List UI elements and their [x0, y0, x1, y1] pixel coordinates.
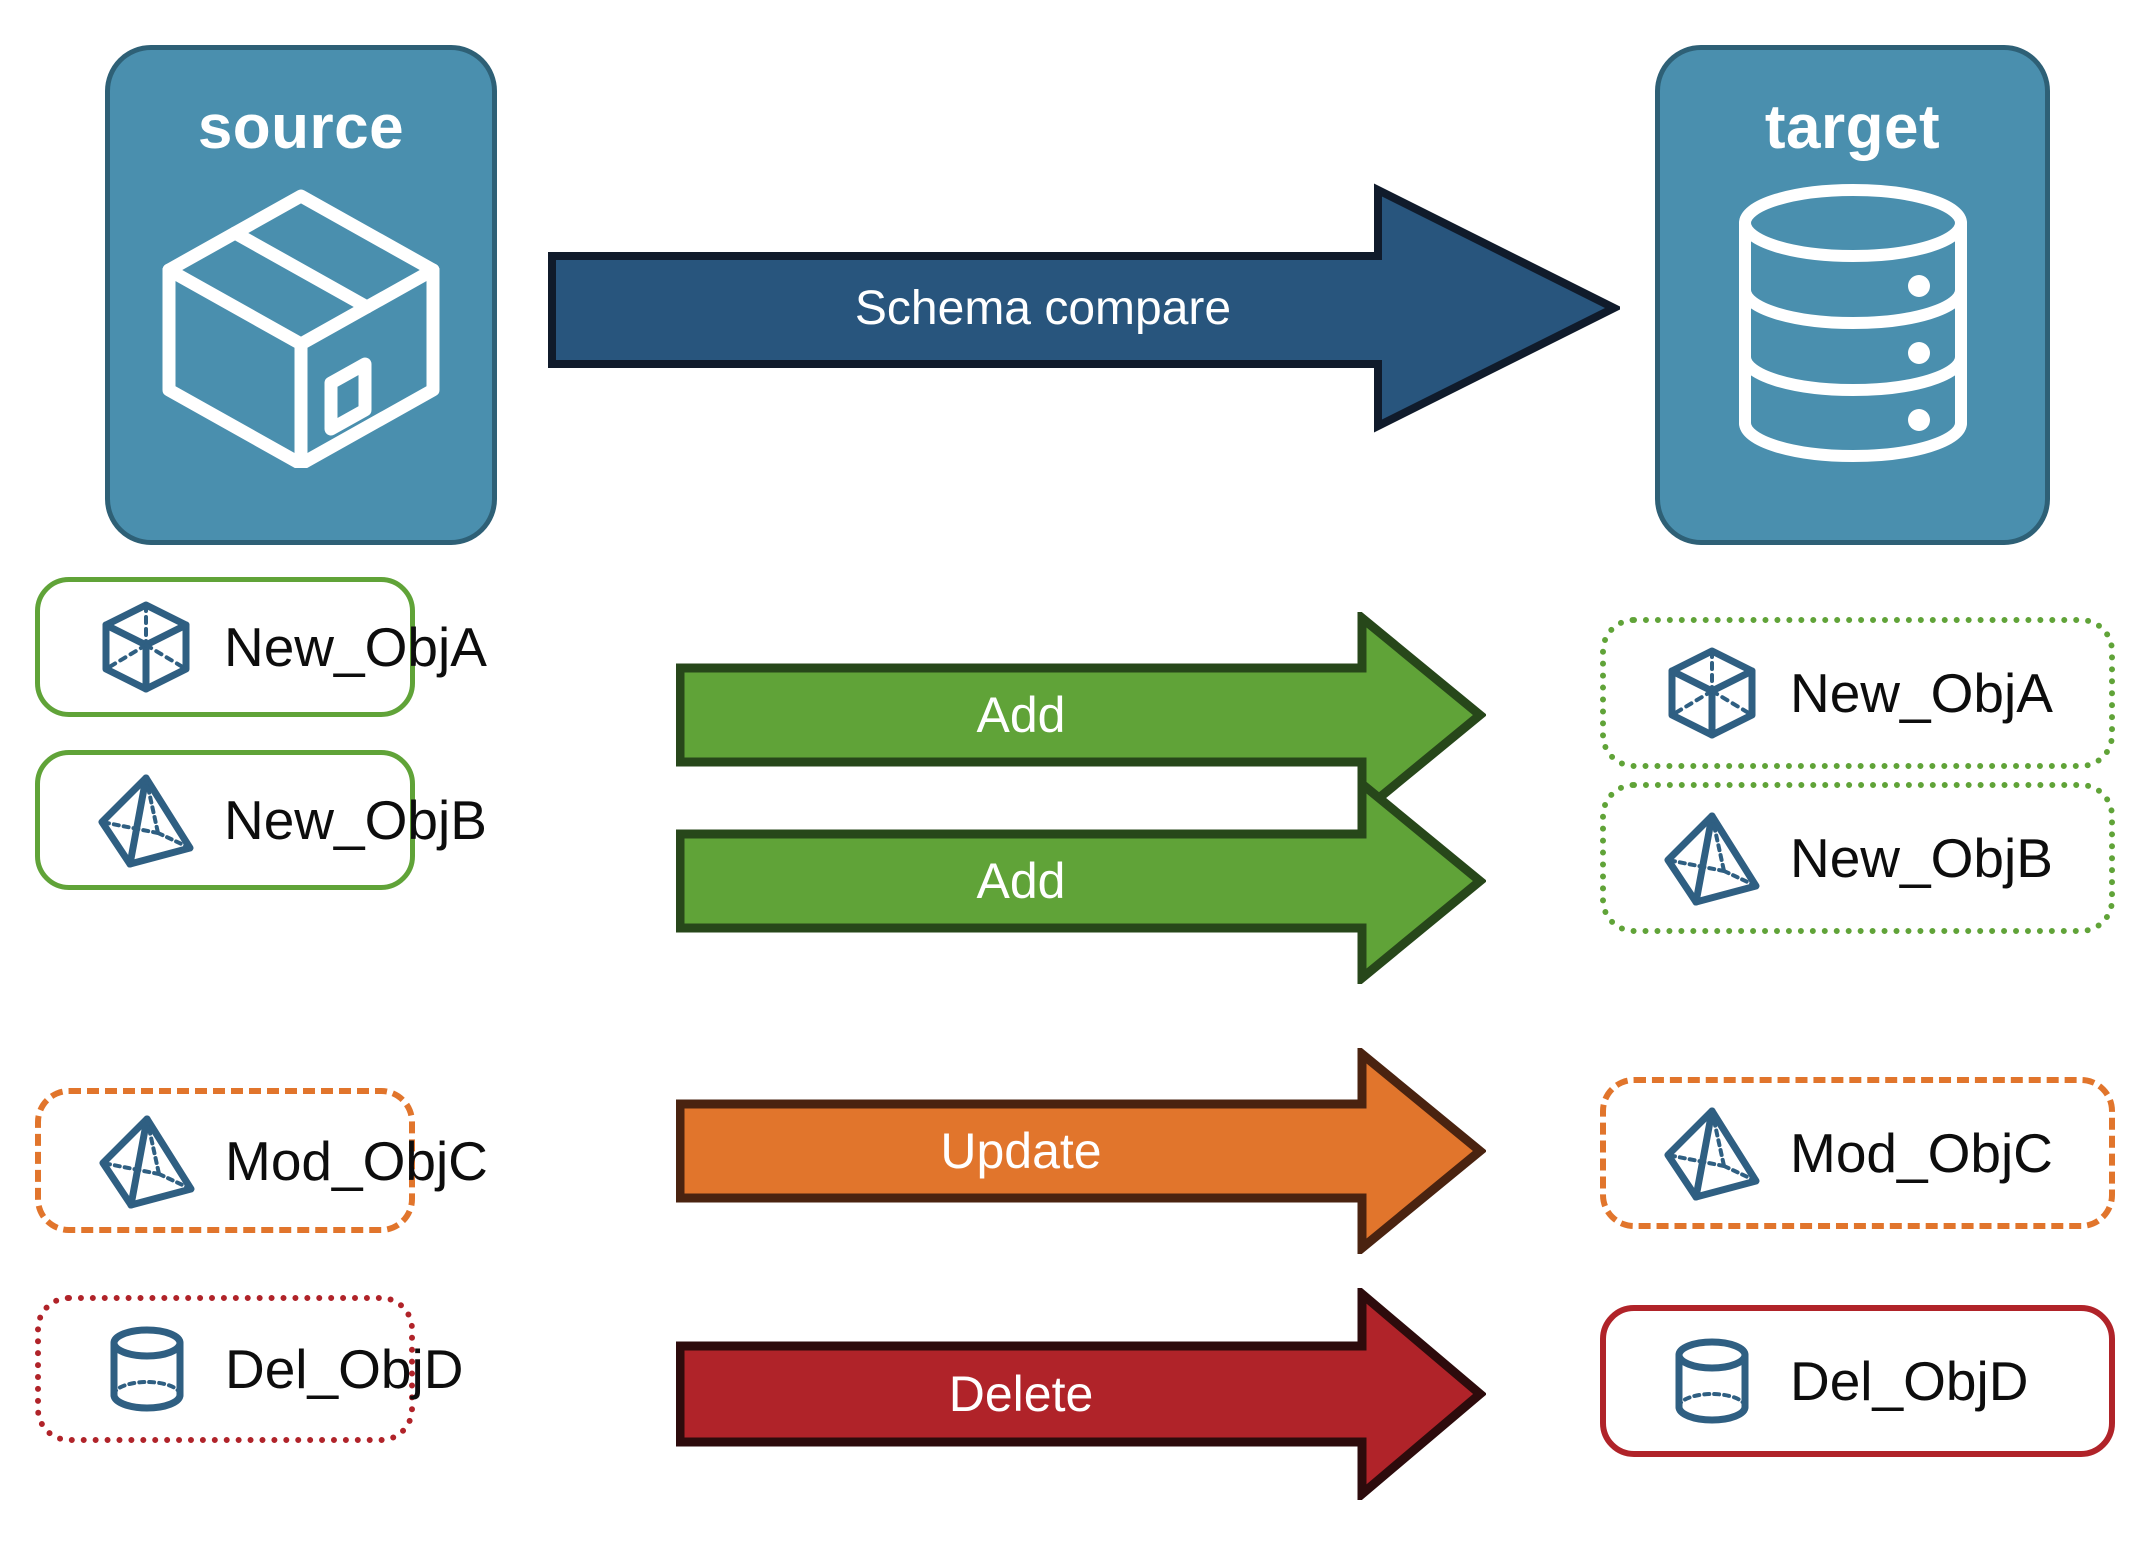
schema-compare-arrow	[548, 183, 1620, 433]
wireframe-cylinder-icon	[1658, 1331, 1766, 1431]
wireframe-pyramid-icon	[1658, 1103, 1766, 1203]
source-object-box[interactable]: Mod_ObjC	[35, 1088, 488, 1233]
wireframe-pyramid-icon	[92, 770, 200, 870]
wireframe-cylinder-icon	[93, 1319, 201, 1419]
source-object-box[interactable]: New_ObjA	[35, 577, 487, 717]
package-box-icon	[110, 178, 492, 468]
target-object-label: Del_ObjD	[1790, 1350, 2029, 1412]
source-object-label: Mod_ObjC	[225, 1129, 488, 1192]
target-object-box[interactable]: Del_ObjD	[1600, 1305, 2115, 1457]
wireframe-pyramid-icon	[93, 1111, 201, 1211]
target-object-label: New_ObjB	[1790, 827, 2053, 889]
wireframe-cube-icon	[1658, 643, 1766, 743]
source-object-label: New_ObjA	[224, 616, 487, 678]
source-object-box[interactable]: New_ObjB	[35, 750, 487, 890]
target-object-box[interactable]: Mod_ObjC	[1600, 1077, 2115, 1229]
wireframe-pyramid-icon	[1658, 808, 1766, 908]
target-object-label: New_ObjA	[1790, 662, 2053, 724]
add-arrow	[676, 612, 1486, 818]
target-card-title: target	[1764, 93, 1941, 162]
target-object-box[interactable]: New_ObjA	[1600, 617, 2115, 769]
source-object-label: New_ObjB	[224, 789, 487, 851]
source-object-box[interactable]: Del_ObjD	[35, 1295, 463, 1443]
source-card-title: source	[197, 93, 405, 162]
target-object-label: Mod_ObjC	[1790, 1122, 2053, 1184]
add-arrow	[676, 778, 1486, 984]
source-object-label: Del_ObjD	[225, 1338, 464, 1400]
source-endpoint-card: source	[105, 45, 497, 545]
database-cylinder-icon	[1660, 178, 2045, 468]
wireframe-cube-icon	[92, 597, 200, 697]
target-endpoint-card: target	[1655, 45, 2050, 545]
target-object-box[interactable]: New_ObjB	[1600, 782, 2115, 934]
update-arrow	[676, 1048, 1486, 1254]
delete-arrow	[676, 1288, 1486, 1500]
